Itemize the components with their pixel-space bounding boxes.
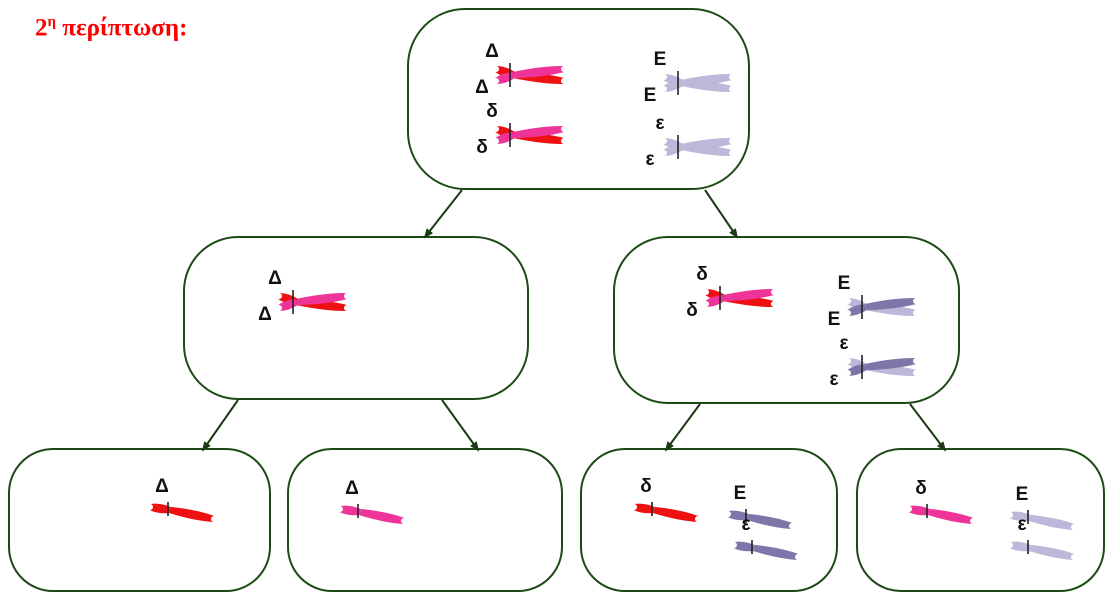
chromosome-parent-1: ΔΔ xyxy=(475,41,565,98)
case-title: 2η περίπτωση: xyxy=(35,14,187,42)
arrow-left-to-gamete-2 xyxy=(441,399,480,452)
chromosome-parent-3: ΕΕ xyxy=(644,49,733,106)
chromosome-bottom-4-1: δ xyxy=(908,478,974,524)
gene-label-top: Ε xyxy=(838,273,851,294)
gene-label-bottom: Δ xyxy=(475,77,489,98)
arrow-parent-to-left xyxy=(423,189,463,239)
chromosome-bottom-1-1: Δ xyxy=(149,476,215,522)
gene-label-top: ε xyxy=(839,333,848,354)
chromosome-bottom-2-1: Δ xyxy=(339,478,405,524)
gene-label: Ε xyxy=(1016,484,1029,505)
case-title-text: περίπτωση: xyxy=(62,14,188,42)
chromosome-right-1: δδ xyxy=(686,264,775,321)
chromosome-right-3: εε xyxy=(829,333,917,390)
gene-label: Δ xyxy=(345,478,359,499)
gene-label-top: δ xyxy=(486,101,498,122)
arrow-parent-to-right xyxy=(704,189,739,239)
chromosome-bottom-4-3: ε xyxy=(1009,514,1075,560)
case-ordinal: 2 xyxy=(35,14,48,42)
gene-label-bottom: Δ xyxy=(258,304,272,325)
gene-label: δ xyxy=(915,478,927,499)
chromosome-bottom-3-2: Ε xyxy=(727,483,793,529)
gene-label: ε xyxy=(1017,514,1026,535)
arrow-right-to-gamete-3 xyxy=(664,403,701,452)
chromosome-left-1: ΔΔ xyxy=(258,268,348,325)
gene-label-bottom: Ε xyxy=(644,85,657,106)
gene-label-top: Δ xyxy=(485,41,499,62)
gene-label-top: Δ xyxy=(268,268,282,289)
parent-cell xyxy=(407,8,750,190)
chromosome-bottom-4-2: Ε xyxy=(1009,484,1075,530)
gene-label-bottom: ε xyxy=(829,369,838,390)
gene-label: ε xyxy=(741,514,750,535)
arrow-left-to-gamete-1 xyxy=(201,399,239,452)
gamete-cell-4 xyxy=(856,448,1105,592)
arrows xyxy=(201,189,947,452)
case-ordinal-suffix: η xyxy=(47,14,57,30)
chromosome-right-2: ΕΕ xyxy=(828,273,917,330)
gene-label-bottom: δ xyxy=(686,300,698,321)
gene-label-bottom: δ xyxy=(476,137,488,158)
chromosome-bottom-3-3: ε xyxy=(733,514,799,560)
chromosome-bottom-3-1: δ xyxy=(633,476,699,522)
daughter-cell-left xyxy=(183,236,529,400)
gamete-cell-1 xyxy=(8,448,271,592)
gene-label-bottom: ε xyxy=(645,149,654,170)
gene-label-top: Ε xyxy=(654,49,667,70)
gene-label: δ xyxy=(640,476,652,497)
gene-label: Δ xyxy=(155,476,169,497)
gene-label: Ε xyxy=(734,483,747,504)
daughter-cell-right xyxy=(613,236,960,404)
chromosome-parent-4: εε xyxy=(645,113,733,170)
gamete-cell-3 xyxy=(580,448,838,592)
gene-label-top: ε xyxy=(655,113,664,134)
gamete-cell-2 xyxy=(287,448,563,592)
gene-label-top: δ xyxy=(696,264,708,285)
gene-label-bottom: Ε xyxy=(828,309,841,330)
arrow-right-to-gamete-4 xyxy=(909,403,947,452)
chromosome-parent-2: δδ xyxy=(476,101,565,158)
